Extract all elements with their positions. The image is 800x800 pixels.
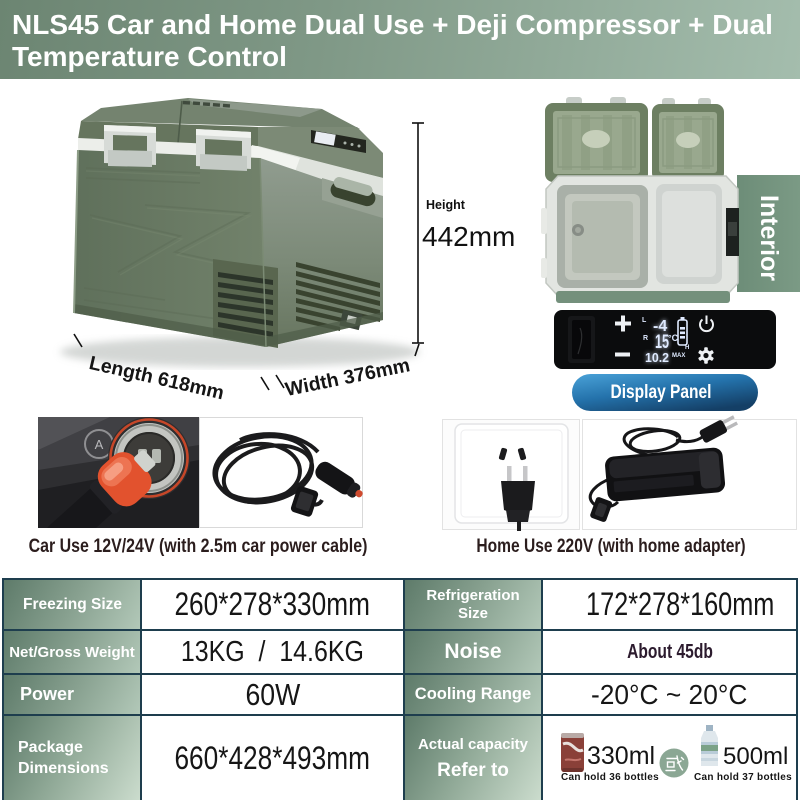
svg-text:500ml: 500ml: [723, 743, 788, 770]
svg-text:15: 15: [655, 332, 669, 353]
svg-text:Interior: Interior: [755, 195, 783, 281]
svg-text:Can hold 37 bottles: Can hold 37 bottles: [694, 772, 792, 783]
svg-text:-4: -4: [653, 318, 667, 335]
svg-text:Can hold 36 bottles: Can hold 36 bottles: [561, 772, 659, 783]
svg-text:Display Panel: Display Panel: [611, 381, 712, 403]
svg-text:15: 15: [655, 332, 669, 353]
svg-text:H: H: [685, 345, 689, 351]
svg-text:MAX: MAX: [672, 353, 685, 359]
svg-text:L: L: [642, 317, 647, 324]
svg-text:R: R: [643, 335, 648, 342]
svg-text:°C: °C: [668, 333, 679, 343]
svg-text:330ml: 330ml: [587, 742, 655, 770]
svg-text:10.2: 10.2: [645, 350, 669, 365]
svg-text:10.2: 10.2: [645, 350, 669, 365]
svg-text:A: A: [95, 437, 104, 452]
svg-text:-4: -4: [653, 318, 667, 335]
